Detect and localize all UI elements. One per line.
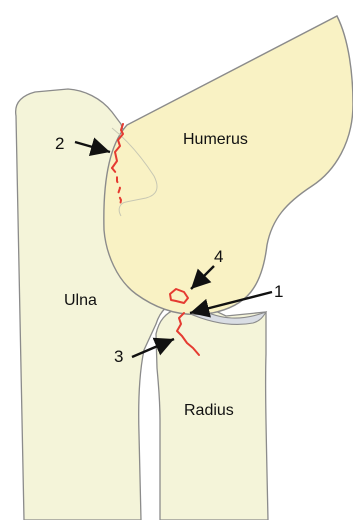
radius-label: Radius	[184, 402, 234, 419]
callout-2-number: 2	[55, 134, 64, 153]
callout-1-number: 1	[274, 282, 283, 301]
callout-4-number: 4	[214, 247, 223, 266]
callout-3-number: 3	[114, 347, 123, 366]
humerus-bone	[104, 16, 353, 314]
humerus-label: Humerus	[183, 131, 248, 148]
ulna-label: Ulna	[64, 292, 97, 309]
